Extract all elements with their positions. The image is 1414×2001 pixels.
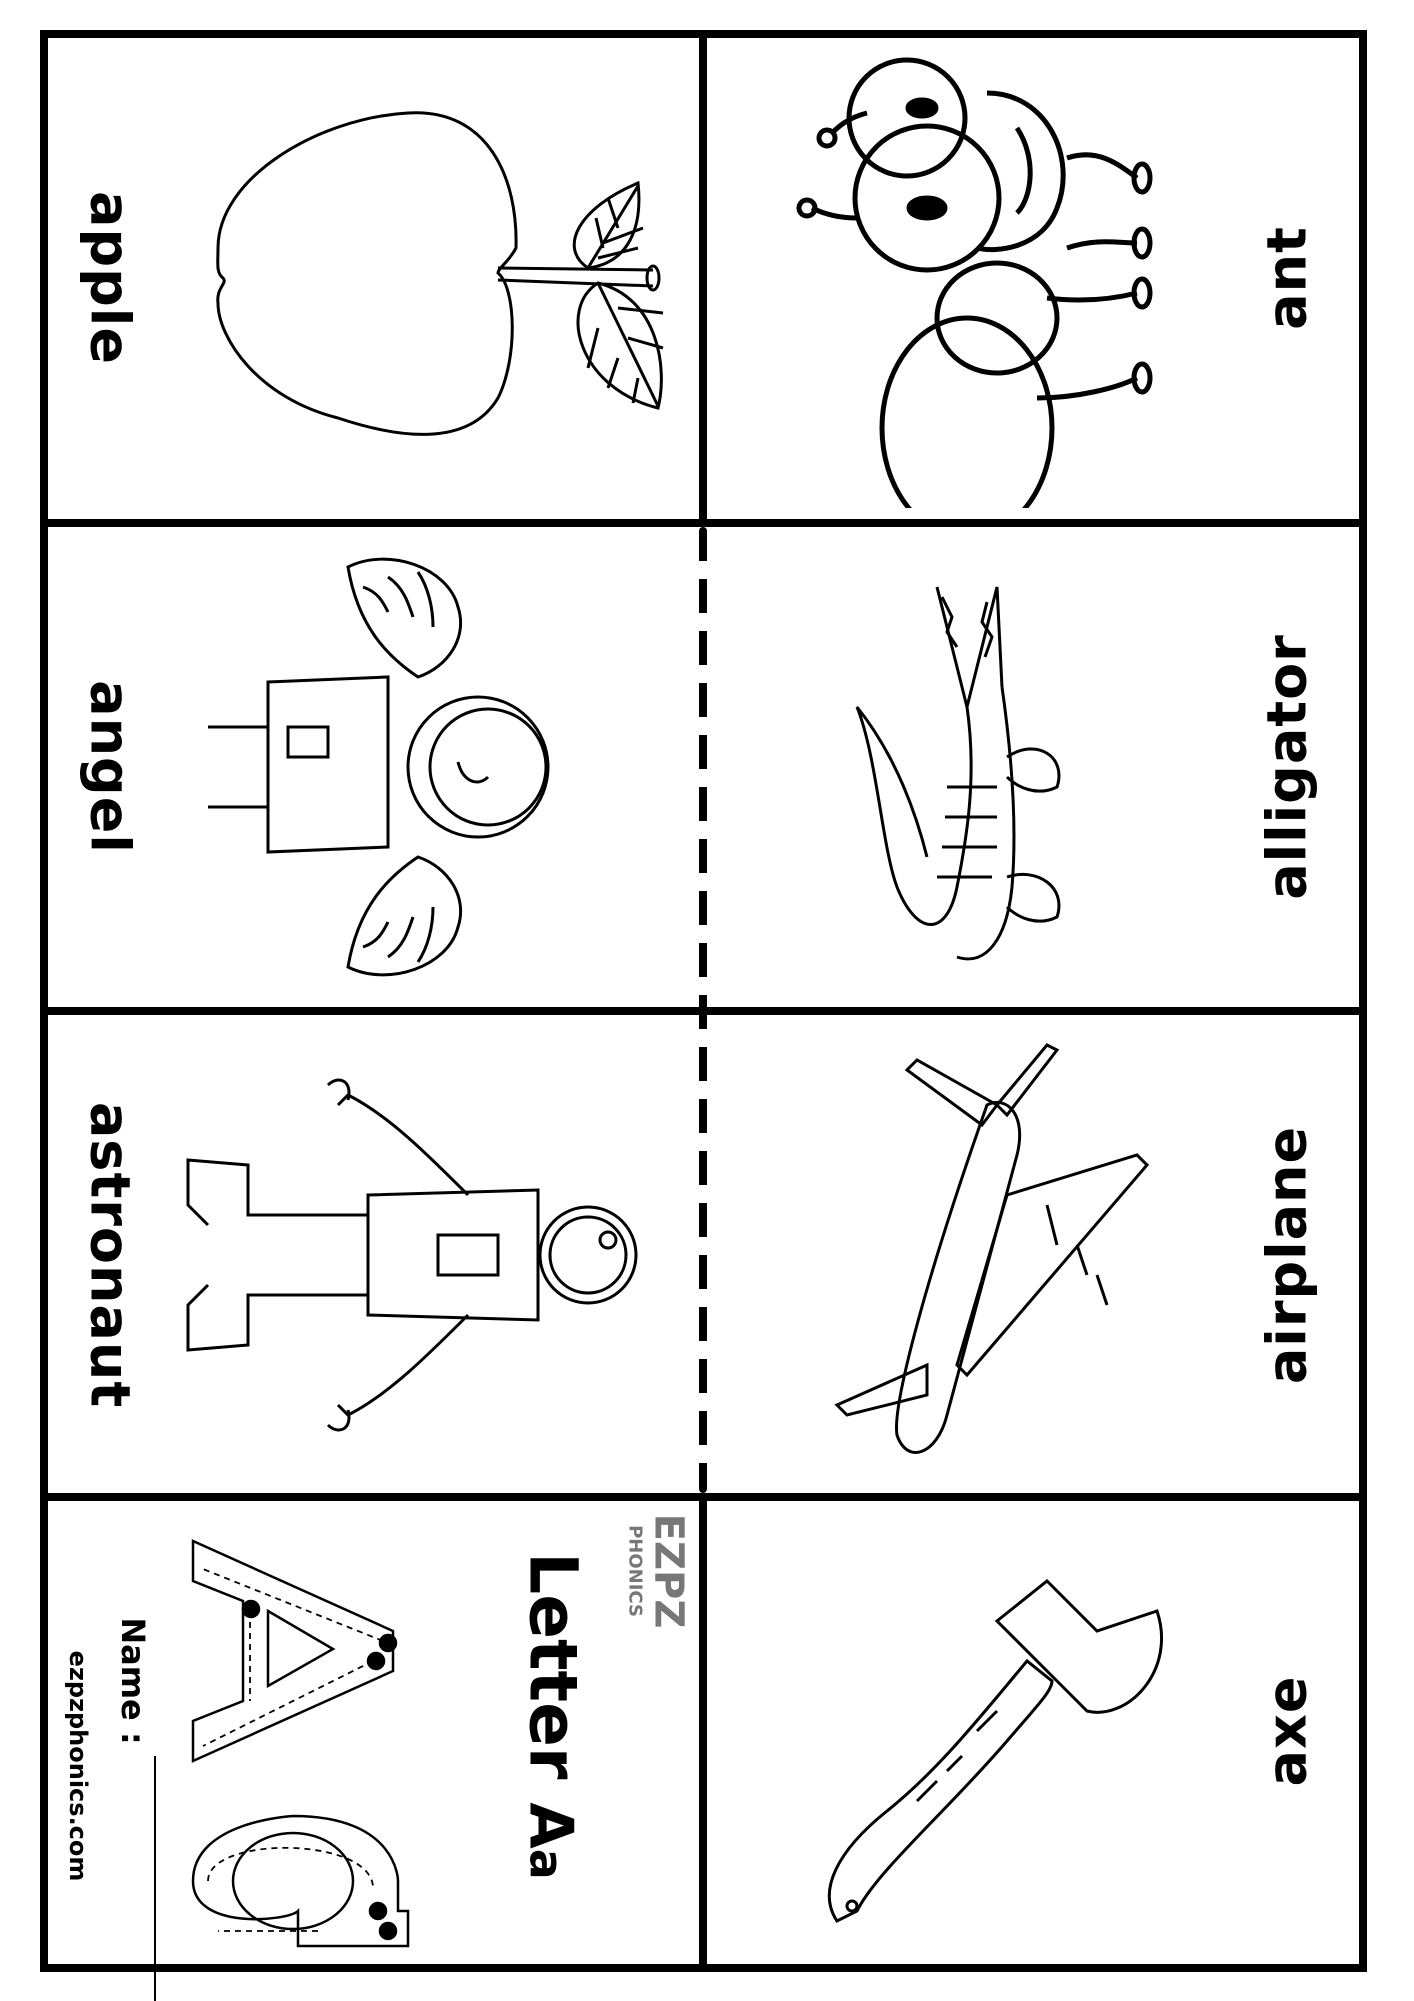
card-word-astronaut: astronaut xyxy=(78,1101,142,1409)
astronaut-icon xyxy=(168,1075,648,1435)
card-word-angel: angel xyxy=(78,680,142,854)
title-letter-lower: a xyxy=(519,1848,574,1880)
alligator-icon xyxy=(837,557,1167,987)
airplane-icon xyxy=(807,1035,1197,1475)
ant-icon xyxy=(777,48,1177,541)
cut-line-vertical-bottom xyxy=(699,1497,707,1972)
ezpz-logo: EZPZ PHONICS xyxy=(625,1514,692,1629)
cut-line-horizontal-1 xyxy=(40,519,1367,527)
card-angel: angel xyxy=(48,527,699,1007)
logo-main-text: EZPZ xyxy=(645,1513,692,1629)
card-astronaut: astronaut xyxy=(48,1015,699,1493)
card-airplane: airplane xyxy=(707,1015,1359,1493)
angel-icon xyxy=(188,547,648,987)
card-ant: ant xyxy=(707,38,1359,541)
apple-icon xyxy=(198,98,698,458)
title-word: Letter xyxy=(514,1552,592,1780)
card-word-axe: axe xyxy=(1255,1675,1319,1787)
card-word-apple: apple xyxy=(78,191,142,365)
trace-letter-lower-a xyxy=(188,1811,418,1951)
website-text: ezpzphonics.com xyxy=(64,1650,92,1882)
axe-icon xyxy=(797,1541,1197,1941)
card-alligator: alligator xyxy=(707,527,1359,1007)
card-word-airplane: airplane xyxy=(1255,1125,1319,1385)
cover-title: Letter Aa xyxy=(515,1552,592,1880)
logo-sub-text: PHONICS xyxy=(624,1525,646,1617)
trace-letter-upper-a xyxy=(188,1531,418,1801)
title-letter-upper: A xyxy=(515,1802,586,1849)
card-word-alligator: alligator xyxy=(1255,634,1319,900)
cut-line-vertical-top xyxy=(699,30,707,523)
card-word-ant: ant xyxy=(1255,226,1319,330)
cover-card: EZPZ PHONICS Letter Aa Name : ezpzphonic… xyxy=(48,1501,699,2001)
name-write-line[interactable] xyxy=(154,1756,156,2001)
card-axe: axe xyxy=(707,1501,1359,1964)
fold-line-dashed xyxy=(699,527,707,1493)
name-label: Name : xyxy=(114,1617,152,1745)
card-apple: apple xyxy=(48,38,699,519)
